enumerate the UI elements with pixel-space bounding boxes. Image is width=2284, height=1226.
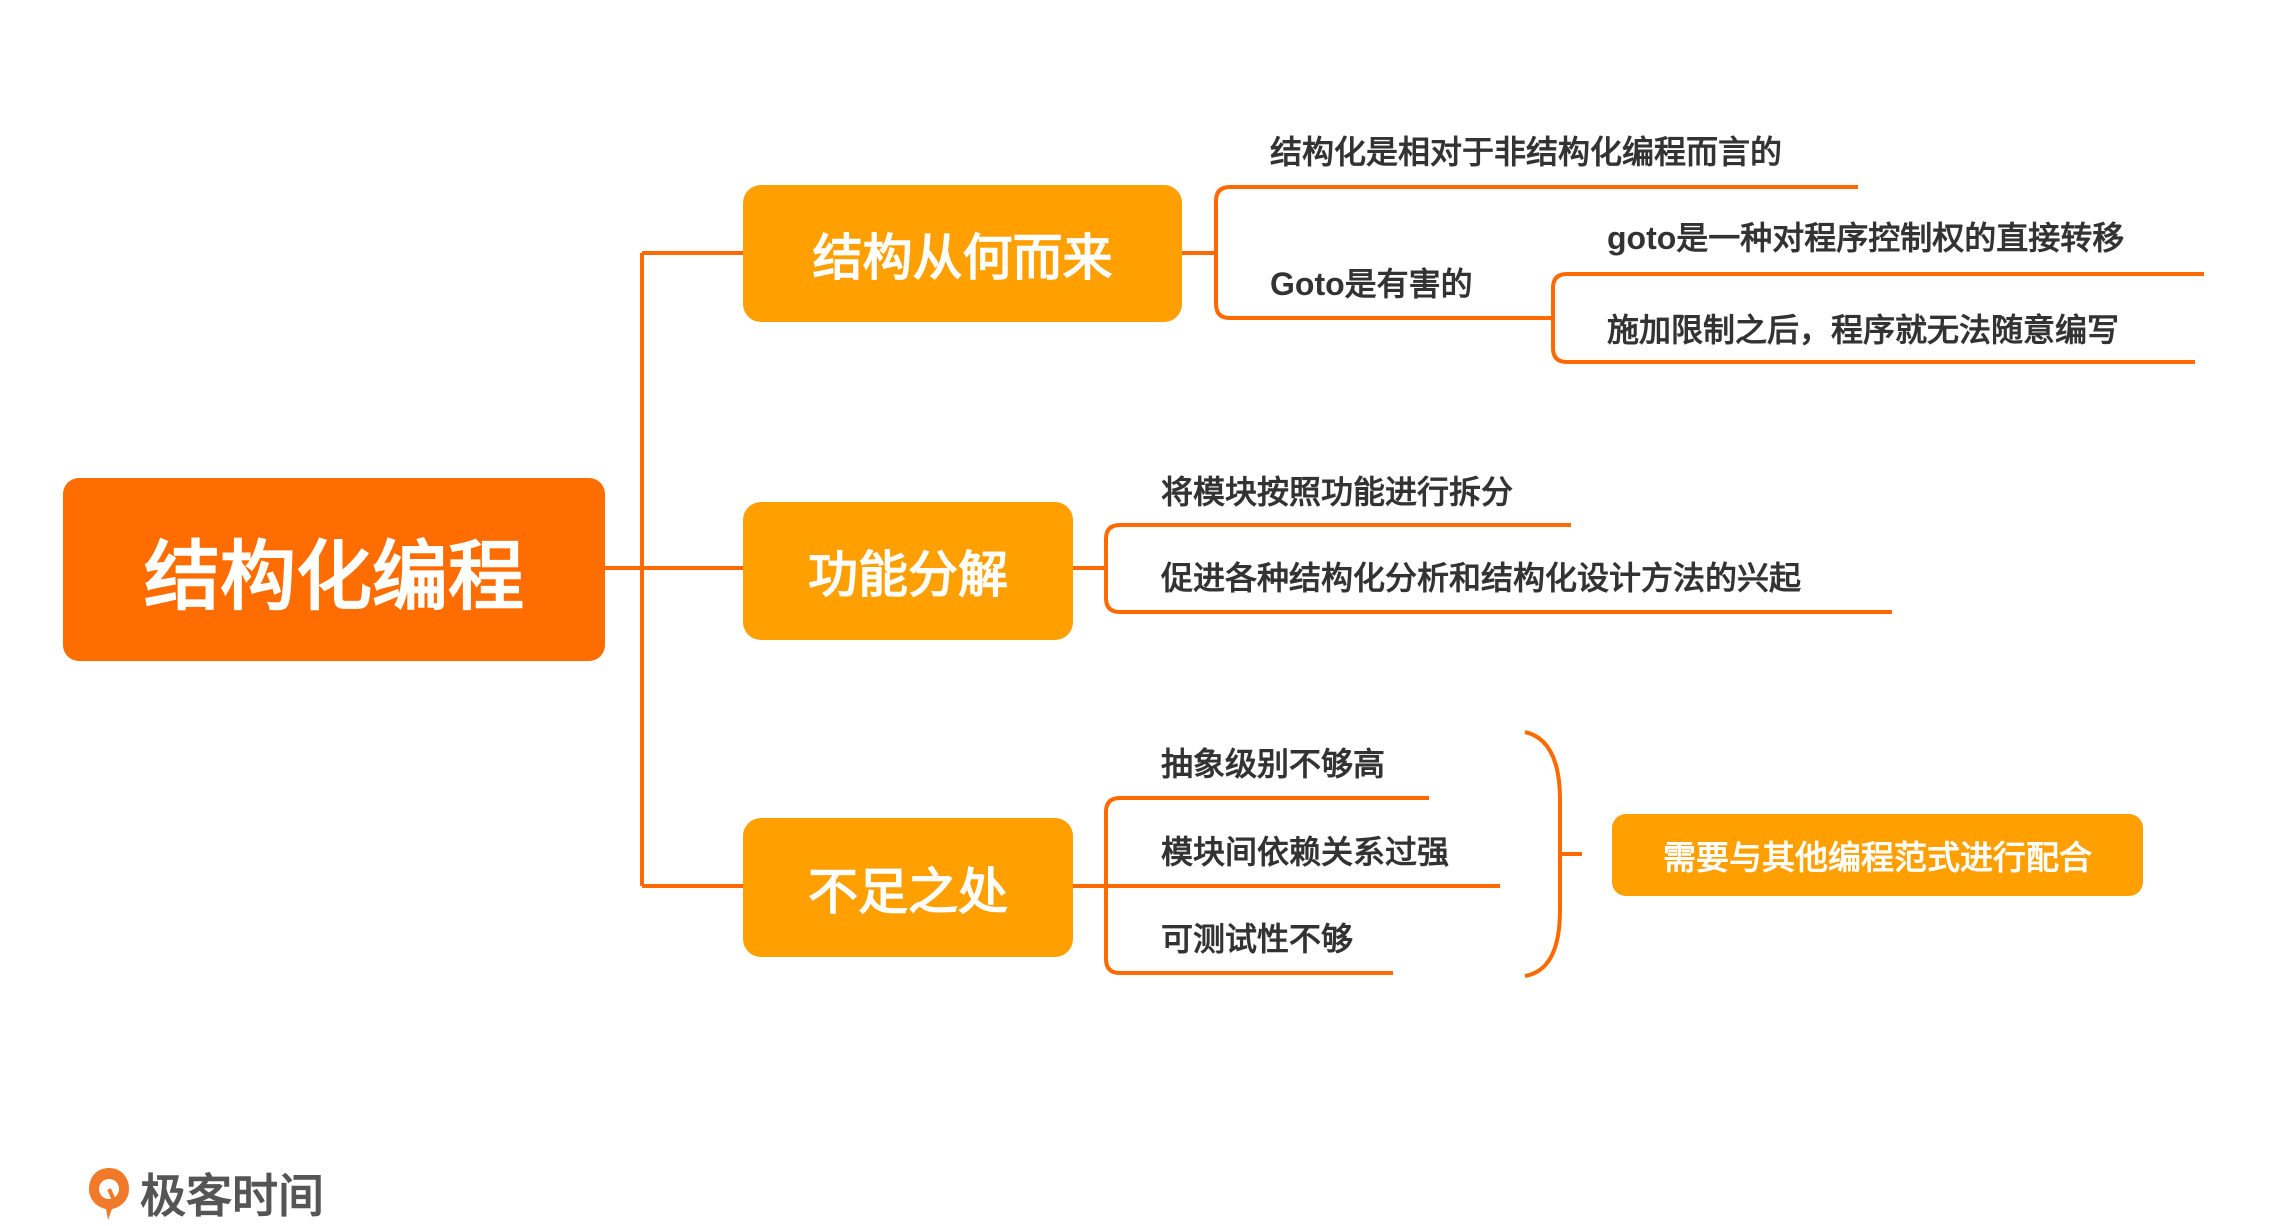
- branch-connectors: [642, 251, 743, 888]
- summary-brace: [1524, 730, 1562, 978]
- summary-label: 需要与其他编程范式进行配合: [1663, 839, 2092, 876]
- leaf-node[interactable]: 促进各种结构化分析和结构化设计方法的兴起: [1161, 560, 1802, 596]
- branch-functional-decomposition[interactable]: 功能分解: [743, 502, 1073, 640]
- leaf-node[interactable]: 施加限制之后，程序就无法随意编写: [1607, 312, 2120, 348]
- branch3-bracket: [1104, 796, 1429, 975]
- goto-bracket: [1551, 272, 2204, 364]
- branch2-bracket: [1104, 523, 1892, 614]
- root-node[interactable]: 结构化编程: [63, 478, 605, 661]
- leaf-node[interactable]: 结构化是相对于非结构化编程而言的: [1270, 134, 1783, 170]
- branch-structure-origin[interactable]: 结构从何而来: [743, 185, 1182, 322]
- leaf-node[interactable]: 可测试性不够: [1161, 921, 1354, 957]
- summary-node[interactable]: 需要与其他编程范式进行配合: [1612, 814, 2143, 896]
- leaf-node[interactable]: 模块间依赖关系过强: [1161, 834, 1450, 870]
- branch1-bracket: [1214, 185, 1858, 320]
- branch-label: 结构从何而来: [812, 229, 1113, 286]
- leaf-node[interactable]: goto是一种对程序控制权的直接转移: [1607, 220, 2125, 256]
- branch-label: 不足之处: [808, 863, 1008, 920]
- leaf-node[interactable]: 抽象级别不够高: [1161, 746, 1386, 782]
- brand-name: 极客时间: [140, 1170, 324, 1222]
- branch-shortcomings[interactable]: 不足之处: [743, 818, 1073, 957]
- leaf-node[interactable]: 将模块按照功能进行拆分: [1161, 474, 1514, 510]
- brand-logo-icon: [89, 1168, 129, 1220]
- root-label: 结构化编程: [144, 534, 524, 620]
- branch-label: 功能分解: [808, 547, 1008, 603]
- leaf-node[interactable]: Goto是有害的: [1270, 266, 1473, 302]
- brand-logo: 极客时间: [84, 1160, 324, 1226]
